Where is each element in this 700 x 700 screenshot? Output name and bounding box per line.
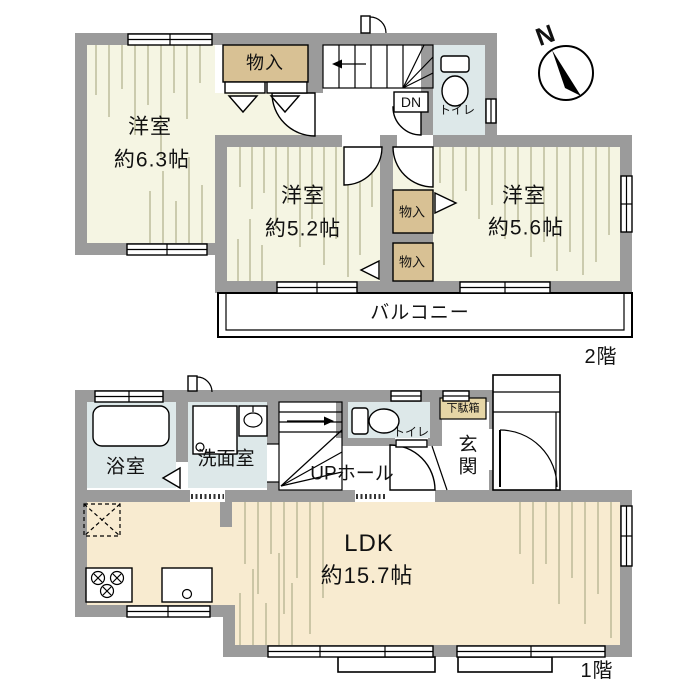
washroom-label: 洗面室: [197, 448, 255, 470]
bathtub-icon: [92, 405, 170, 447]
stair-direction-arrow-2f: [332, 59, 342, 69]
toilet-1f-tank-icon: [351, 407, 369, 435]
ldk-size: 約15.7帖: [320, 563, 414, 588]
floor1-label: 1階: [580, 660, 614, 682]
up-hall-label: UPホール: [310, 463, 394, 485]
room-6-3-size: 約6.3帖: [113, 148, 191, 172]
toilet-1f-bowl-icon: [368, 408, 400, 434]
casement-window-2f: [360, 15, 371, 34]
bath-label: 浴室: [105, 456, 147, 478]
ldk-name: LDK: [344, 530, 394, 557]
closet-lower-label: 物入: [398, 254, 426, 270]
toilet-2f-bowl-icon: [441, 75, 469, 107]
room-5-2-size: 約5.2帖: [264, 217, 342, 241]
room-5-2-name: 洋室: [281, 184, 325, 208]
fixtures: [83, 55, 470, 603]
closet-top-bifold-right: [269, 95, 301, 114]
terrace-step-left: [337, 656, 436, 673]
door-ldk: [389, 444, 436, 491]
door-room-5-6: [392, 146, 434, 188]
kitchen-sink-icon: [161, 567, 213, 603]
door-room-5-2: [343, 146, 383, 186]
floor2-label: 2階: [584, 346, 618, 368]
windows: [94, 15, 633, 658]
dn-label-box: [393, 91, 429, 113]
closet-upper-label: 物入: [398, 204, 426, 220]
bath-folding-door: [161, 466, 181, 490]
door-toilet-2f: [392, 106, 422, 136]
toilet-2f-label: トイレ: [438, 103, 476, 117]
room-6-3-name: 洋室: [128, 115, 172, 139]
closet-top-box: [222, 44, 309, 83]
compass-icon: [538, 45, 594, 101]
stairs-dn-label: DN: [400, 94, 422, 110]
terrace-step-right: [457, 656, 553, 673]
stair-direction-arrow-1f: [324, 416, 334, 426]
front-door-swing: [499, 429, 558, 488]
toilet-2f-tank-icon: [440, 55, 470, 73]
doors: [161, 81, 558, 491]
room-6-3-floor: [87, 45, 215, 243]
toilet-1f-door: [395, 439, 428, 448]
shoe-cabinet-label: 下駄箱: [446, 402, 480, 415]
refrigerator-space-icon: [83, 503, 121, 537]
closet-top-label: 物入: [246, 53, 284, 73]
casement-window-1f: [187, 375, 198, 392]
toilet-1f-label: トイレ: [392, 425, 430, 439]
stairs-2f: [322, 44, 434, 113]
balcony: [217, 292, 633, 338]
entrance-porch: [492, 374, 561, 491]
washing-machine-icon: [192, 405, 238, 455]
room-5-6-size: 約5.6帖: [487, 216, 565, 240]
closet-upper-box: [392, 189, 434, 234]
closet-upper-door: [434, 191, 458, 215]
entrance-step-edge: [431, 445, 448, 491]
stairs-1f: [278, 401, 343, 491]
ldk-floor: [87, 502, 620, 645]
balcony-label: バルコニー: [370, 302, 470, 324]
closet-lower-door: [359, 259, 380, 281]
closet-top-bifold-left: [227, 95, 259, 114]
washroom-door-gap: [267, 444, 279, 482]
room-5-6-name: 洋室: [502, 184, 546, 208]
entrance-label: 玄関: [455, 434, 477, 478]
closet-lower-box: [392, 242, 434, 282]
